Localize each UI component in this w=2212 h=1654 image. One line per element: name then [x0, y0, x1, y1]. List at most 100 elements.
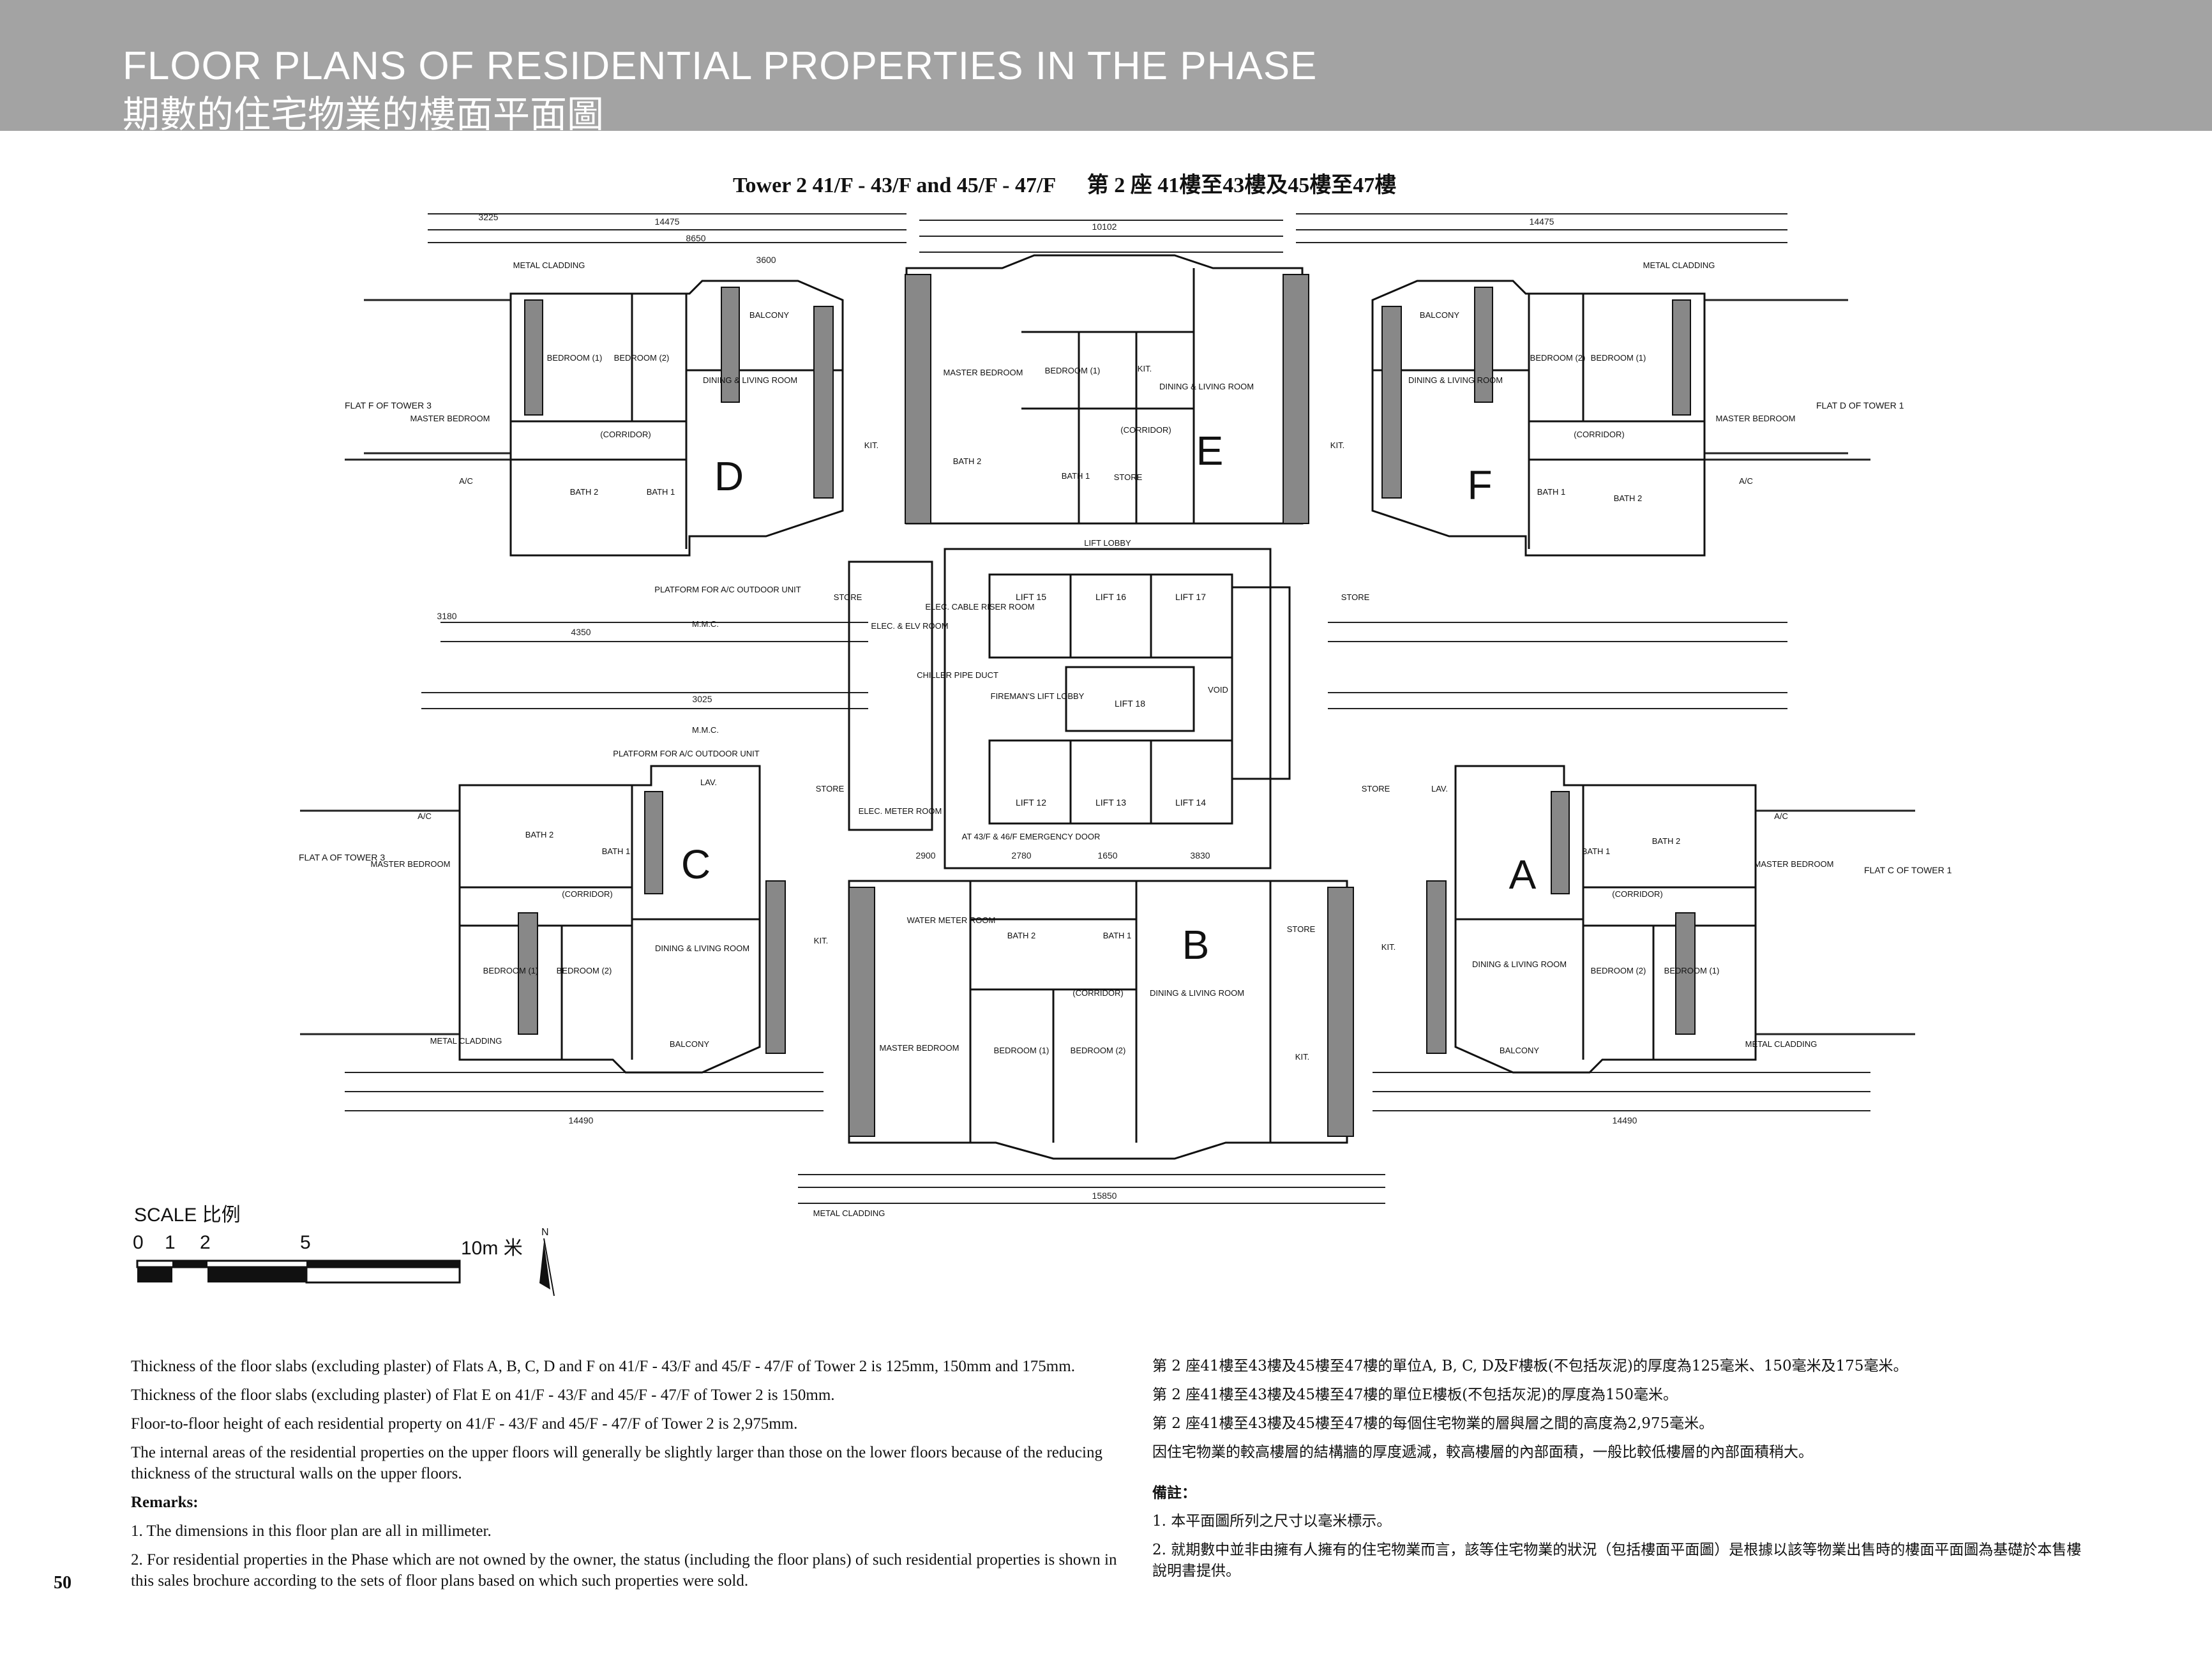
room-corridor-c: (CORRIDOR) [562, 889, 612, 899]
room-bed1-f: BEDROOM (1) [1591, 353, 1646, 363]
room-bed1-a: BEDROOM (1) [1664, 966, 1720, 975]
scale-tick-2: 2 [200, 1232, 211, 1253]
room-platform-ac-d: PLATFORM FOR A/C OUTDOOR UNIT [654, 585, 801, 594]
room-bath2-f: BATH 2 [1614, 493, 1643, 503]
core-outline [848, 548, 1291, 869]
scale-tick-1: 1 [165, 1232, 176, 1253]
scale-label: SCALE 比例 [134, 1205, 241, 1226]
dim-top-left: 14475 [655, 216, 680, 227]
room-balcony-c: BALCONY [670, 1039, 709, 1049]
dim-top-right: 14475 [1530, 216, 1554, 227]
flat-f-outline [1371, 280, 1706, 557]
dim-d3: 3600 [756, 255, 776, 265]
neighbour-labels: FLAT F OF TOWER 3 FLAT D OF TOWER 1 FLAT… [299, 400, 1952, 875]
room-emergency-door: AT 43/F & 46/F EMERGENCY DOOR [962, 832, 1101, 841]
scale-bar [136, 1259, 461, 1284]
room-master-b: MASTER BEDROOM [880, 1043, 959, 1053]
room-corridor-d: (CORRIDOR) [600, 430, 651, 439]
room-store-f: STORE [1341, 592, 1370, 602]
room-bath1-c: BATH 1 [602, 846, 631, 856]
plan-title-en: Tower 2 41/F - 43/F and 45/F - 47/F [733, 174, 1057, 197]
remarks-heading-zh: 備註： [1152, 1484, 1196, 1501]
room-store-c: STORE [816, 784, 845, 793]
header-title-en: FLOOR PLANS OF RESIDENTIAL PROPERTIES IN… [123, 44, 1318, 88]
room-kit-e: KIT. [1138, 364, 1152, 373]
lift-15-label: LIFT 15 [1016, 592, 1046, 602]
room-dining-d: DINING & LIVING ROOM [703, 375, 797, 385]
room-firemans: FIREMAN'S LIFT LOBBY [991, 691, 1085, 701]
flat-c-outline [458, 765, 761, 1074]
scale-tick-0: 0 [133, 1232, 144, 1253]
room-cladding-d: METAL CLADDING [513, 260, 585, 270]
room-master-c: MASTER BEDROOM [371, 859, 451, 869]
note-en-2: Thickness of the floor slabs (excluding … [131, 1387, 835, 1404]
room-corridor-e: (CORRIDOR) [1120, 425, 1171, 435]
room-bed2-b: BEDROOM (2) [1071, 1046, 1126, 1055]
remarks-heading-en: Remarks: [131, 1494, 199, 1511]
room-lav-c: LAV. [700, 778, 717, 787]
room-bed2-a: BEDROOM (2) [1591, 966, 1646, 975]
remark-zh-1: 1. 本平面圖所列之尺寸以毫米標示。 [1152, 1513, 1392, 1530]
room-master-d: MASTER BEDROOM [410, 414, 490, 423]
room-balcony-a: BALCONY [1500, 1046, 1539, 1055]
room-master-a: MASTER BEDROOM [1754, 859, 1834, 869]
neighbour-flat-a-t3: FLAT A OF TOWER 3 [299, 852, 385, 862]
lift-18-label: LIFT 18 [1115, 698, 1145, 709]
remark-en-1: 1. The dimensions in this floor plan are… [131, 1522, 492, 1540]
room-corridor-f: (CORRIDOR) [1574, 430, 1624, 439]
svg-text:N: N [541, 1227, 549, 1238]
neighbour-flat-f-t3: FLAT F OF TOWER 3 [345, 400, 432, 410]
room-bath1-f: BATH 1 [1537, 487, 1566, 497]
room-store-d: STORE [834, 592, 862, 602]
lift-14-label: LIFT 14 [1175, 797, 1206, 808]
dim-bottom-right: 14490 [1613, 1115, 1637, 1125]
flat-label-b: B [1182, 922, 1210, 968]
dim-top-overall: 10102 [1092, 222, 1117, 232]
page-number: 50 [54, 1573, 71, 1593]
room-chiller: CHILLER PIPE DUCT [917, 670, 998, 680]
room-cladding-c: METAL CLADDING [430, 1036, 502, 1046]
room-bed1-d: BEDROOM (1) [547, 353, 603, 363]
remark-en-2: 2. For residential properties in the Pha… [131, 1551, 1117, 1590]
room-labels: DINING & LIVING ROOM DINING & LIVING ROO… [371, 260, 1834, 1218]
scale-tick-10: 10m 米 [461, 1238, 523, 1259]
room-platform-ac-c: PLATFORM FOR A/C OUTDOOR UNIT [613, 749, 759, 758]
dim-d5: 4350 [571, 627, 591, 637]
room-mmc-d: M.M.C. [692, 619, 719, 629]
dim-d9: 1650 [1097, 850, 1117, 861]
note-zh-2: 第 2 座41樓至43樓及45樓至47樓的單位E樓板(不包括灰泥)的厚度為150… [1152, 1387, 1678, 1403]
room-kit-c: KIT. [814, 936, 828, 945]
room-lav-a: LAV. [1431, 784, 1448, 793]
dim-d7: 2900 [915, 850, 935, 861]
room-bed1-c: BEDROOM (1) [483, 966, 539, 975]
flat-a-outline [1454, 765, 1757, 1074]
room-bath2-c: BATH 2 [525, 830, 554, 839]
room-ac-a: A/C [1774, 811, 1788, 821]
flat-label-c: C [681, 841, 711, 887]
room-store-b: STORE [1287, 924, 1316, 934]
flat-label-e: E [1196, 428, 1224, 474]
dim-d1: 3225 [478, 212, 498, 222]
flat-e-outline [905, 254, 1304, 525]
room-bed2-c: BEDROOM (2) [557, 966, 612, 975]
plan-title: Tower 2 41/F - 43/F and 45/F - 47/F 第 2 … [733, 167, 1422, 199]
flat-label-f: F [1467, 462, 1492, 508]
room-bed1-b: BEDROOM (1) [994, 1046, 1050, 1055]
room-kit-f: KIT. [1330, 440, 1344, 450]
neighbour-flat-c-t1: FLAT C OF TOWER 1 [1864, 865, 1952, 875]
lift-16-label: LIFT 16 [1095, 592, 1126, 602]
note-zh-3: 第 2 座41樓至43樓及45樓至47樓的每個住宅物業的層與層之間的高度為2,9… [1152, 1415, 1714, 1432]
dimension-labels: 10102 14475 14475 15850 14490 14490 3225… [437, 212, 1637, 1201]
room-dining-a: DINING & LIVING ROOM [1472, 959, 1567, 969]
room-dining-c: DINING & LIVING ROOM [655, 944, 749, 953]
dimension-lines [345, 213, 1870, 1204]
room-bath2-b: BATH 2 [1007, 931, 1036, 940]
room-ac-d: A/C [459, 476, 473, 486]
flat-letters: D E F C B A [681, 428, 1537, 968]
neighbour-flat-d-t1: FLAT D OF TOWER 1 [1816, 400, 1904, 410]
note-en-3: Floor-to-floor height of each residentia… [131, 1415, 798, 1432]
lift-17-label: LIFT 17 [1175, 592, 1206, 602]
room-bath2-e: BATH 2 [953, 456, 982, 466]
dim-d6: 3025 [692, 694, 712, 704]
